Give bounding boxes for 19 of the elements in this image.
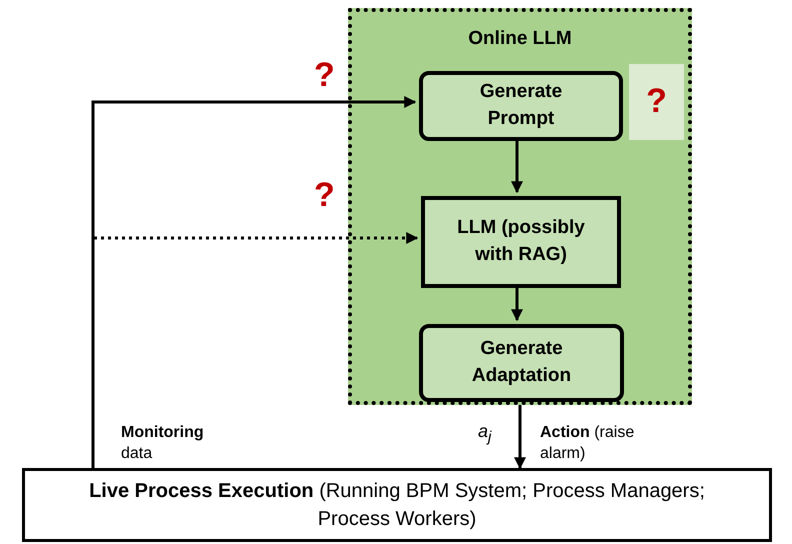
- question-mark: ?: [646, 81, 667, 122]
- arrow: [514, 405, 526, 470]
- process-box: [419, 324, 624, 402]
- process-box: [421, 196, 621, 288]
- question-mark: ?: [314, 58, 335, 92]
- question-mark: ?: [314, 178, 335, 212]
- annotation: Monitoring data: [121, 423, 205, 464]
- process-box: [419, 71, 623, 141]
- node-label: Generate Prompt: [478, 80, 564, 131]
- container-title: Online LLM: [468, 27, 572, 51]
- node-label: Generate Adaptation: [470, 337, 572, 388]
- arrow: [92, 96, 416, 468]
- execution-box: [22, 468, 772, 542]
- edge-label: a$_{j}$: [478, 420, 492, 448]
- node-label: LLM (possibly with RAG): [456, 216, 586, 267]
- node-label: Live Process Execution (Running BPM System; Process Managers; Process Workers): [88, 479, 706, 532]
- question-mark-box: [629, 64, 684, 140]
- llm-container: [348, 8, 692, 405]
- annotation: Action (raise alarm): [540, 423, 636, 464]
